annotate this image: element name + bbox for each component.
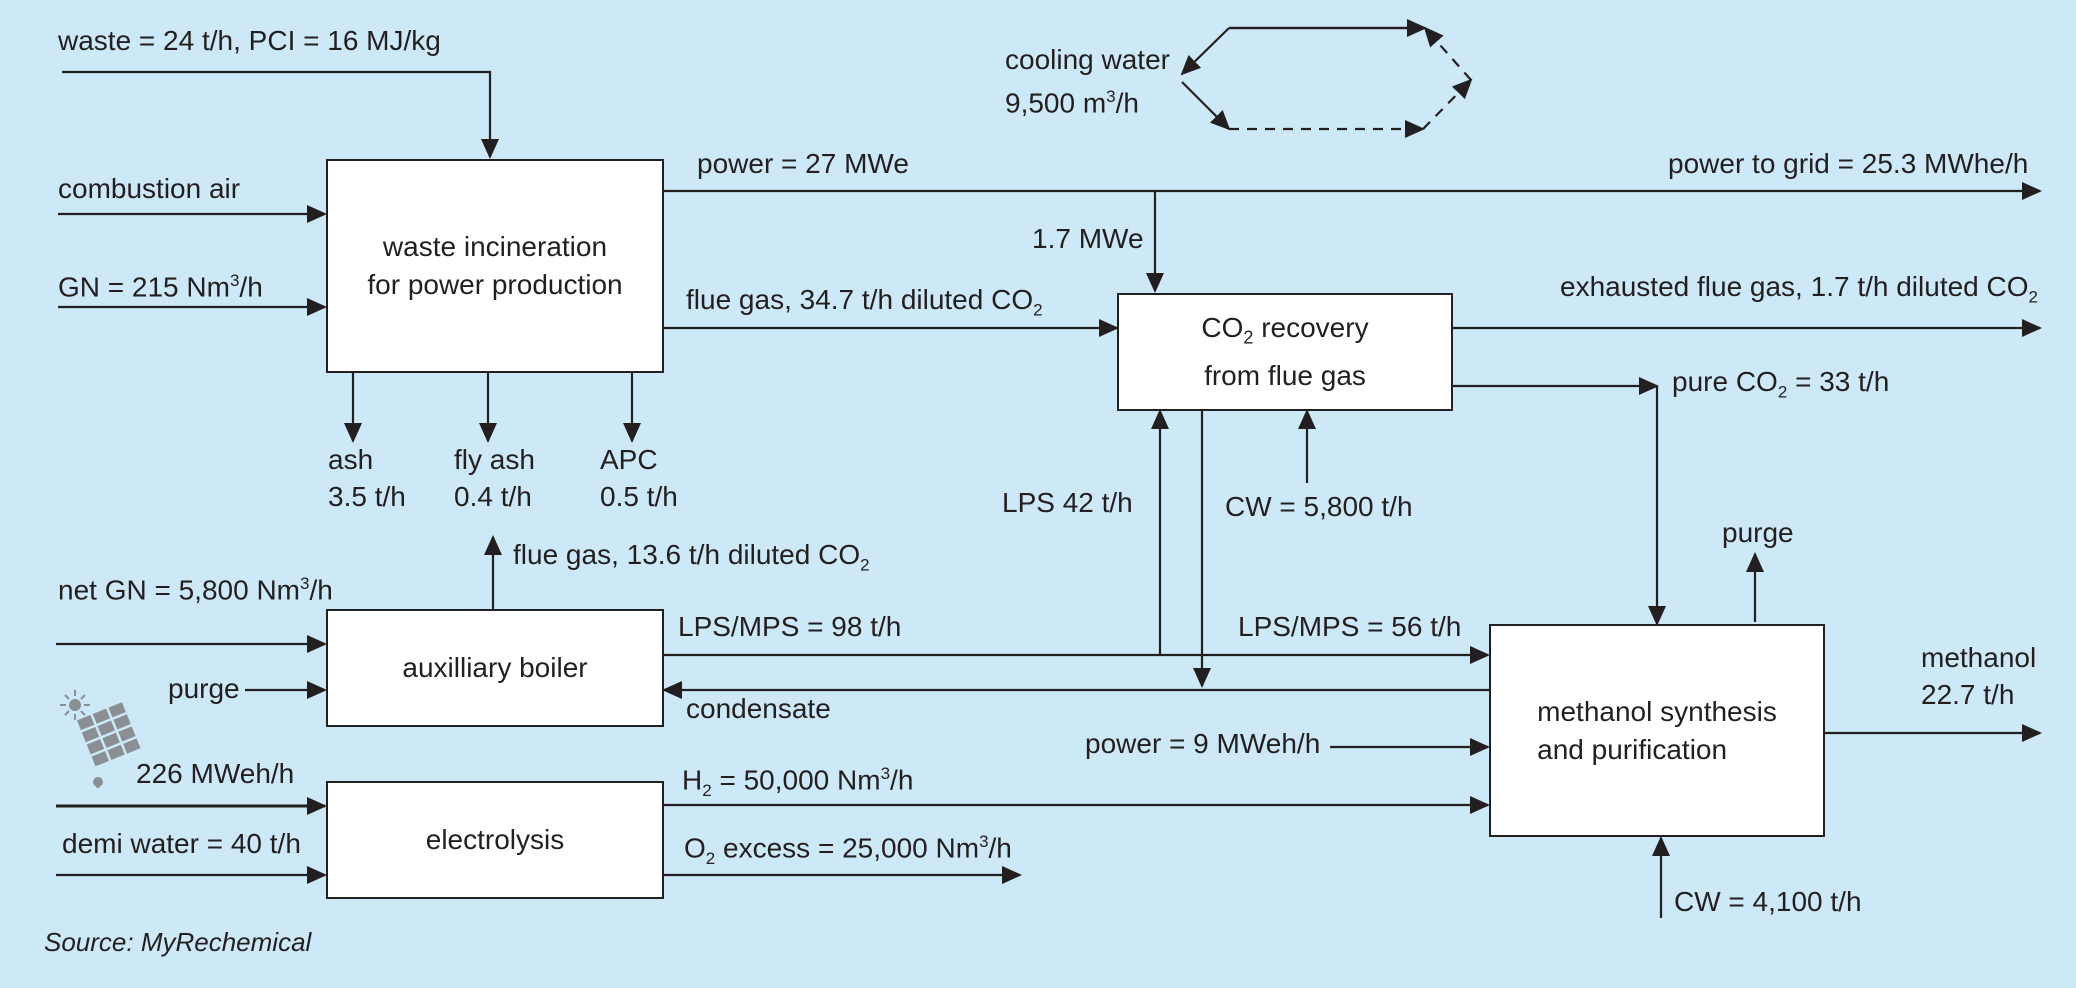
label-power-9: power = 9 MWeh/h bbox=[1085, 728, 1321, 759]
methanol-line1: methanol synthesis bbox=[1537, 695, 1777, 727]
box-co2-recovery: CO2 recovery from flue gas bbox=[1117, 293, 1453, 411]
solar-panel-icon bbox=[60, 690, 143, 788]
label-lps-42: LPS 42 t/h bbox=[1002, 487, 1133, 518]
label-lps-mps-56: LPS/MPS = 56 t/h bbox=[1238, 611, 1462, 642]
box-electrolysis: electrolysis bbox=[326, 781, 664, 899]
label-o2-excess: O2 excess = 25,000 Nm3/h bbox=[684, 832, 1012, 868]
co2-recovery-line1: CO2 recovery bbox=[1201, 312, 1369, 348]
label-purge-out: purge bbox=[1722, 517, 1794, 548]
label-net-gn: net GN = 5,800 Nm3/h bbox=[58, 574, 333, 606]
label-aux-flue-gas: flue gas, 13.6 t/h diluted CO2 bbox=[513, 539, 870, 575]
label-cw-4100: CW = 4,100 t/h bbox=[1674, 886, 1862, 917]
label-power-grid: power to grid = 25.3 MWhe/h bbox=[1668, 148, 2029, 179]
label-226-mweh: 226 MWeh/h bbox=[136, 758, 295, 789]
label-lps-mps-98: LPS/MPS = 98 t/h bbox=[678, 611, 902, 642]
arrow-waste bbox=[62, 70, 499, 159]
label-power-27: power = 27 MWe bbox=[697, 148, 909, 179]
cooling-arrow-left-lower bbox=[1181, 81, 1231, 131]
label-apc-name: APC bbox=[600, 444, 658, 475]
label-ash-name: ash bbox=[328, 444, 374, 475]
label-methanol-value: 22.7 t/h bbox=[1921, 679, 2015, 710]
label-exhausted-flue-gas: exhausted flue gas, 1.7 t/h diluted CO2 bbox=[1560, 271, 2038, 307]
label-cw-5800: CW = 5,800 t/h bbox=[1225, 491, 1413, 522]
cooling-dashed-right-upper bbox=[1423, 26, 1472, 81]
label-fly-ash-name: fly ash bbox=[454, 444, 535, 475]
box-methanol-synthesis: methanol synthesis and purification bbox=[1489, 624, 1825, 837]
cooling-arrow-left-upper bbox=[1180, 27, 1230, 76]
label-pure-co2: pure CO2 = 33 t/h bbox=[1672, 366, 1890, 402]
label-demi-water: demi water = 40 t/h bbox=[62, 828, 301, 859]
label-fly-ash-value: 0.4 t/h bbox=[454, 481, 532, 512]
incineration-line2: for power production bbox=[367, 269, 623, 300]
box-auxiliary-boiler: auxilliary boiler bbox=[326, 609, 664, 727]
box-waste-incineration: waste incineration for power production bbox=[326, 159, 664, 373]
label-combustion-air: combustion air bbox=[58, 173, 241, 204]
incineration-line1: waste incineration bbox=[382, 231, 608, 262]
label-flue-gas: flue gas, 34.7 t/h diluted CO2 bbox=[686, 284, 1043, 320]
label-apc-value: 0.5 t/h bbox=[600, 481, 678, 512]
electrolysis-label: electrolysis bbox=[425, 824, 565, 855]
label-condensate: condensate bbox=[686, 693, 831, 724]
aux-boiler-label: auxilliary boiler bbox=[402, 652, 588, 683]
label-purge-in: purge bbox=[168, 673, 240, 704]
label-gn: GN = 215 Nm3/h bbox=[58, 271, 263, 303]
label-ash-value: 3.5 t/h bbox=[328, 481, 406, 512]
label-methanol-name: methanol bbox=[1921, 642, 2037, 673]
label-1-7-mwe: 1.7 MWe bbox=[1032, 223, 1144, 254]
label-waste: waste = 24 t/h, PCI = 16 MJ/kg bbox=[58, 25, 441, 56]
label-h2: H2 = 50,000 Nm3/h bbox=[682, 764, 914, 800]
cooling-dashed-right-lower bbox=[1422, 78, 1473, 130]
co2-recovery-line2: from flue gas bbox=[1204, 359, 1366, 391]
methanol-line2: and purification bbox=[1537, 733, 1728, 765]
source-credit: Source: MyRechemical bbox=[44, 927, 312, 957]
label-cooling-water: cooling water bbox=[1005, 44, 1170, 75]
label-cooling-rate: 9,500 m3/h bbox=[1005, 87, 1139, 119]
